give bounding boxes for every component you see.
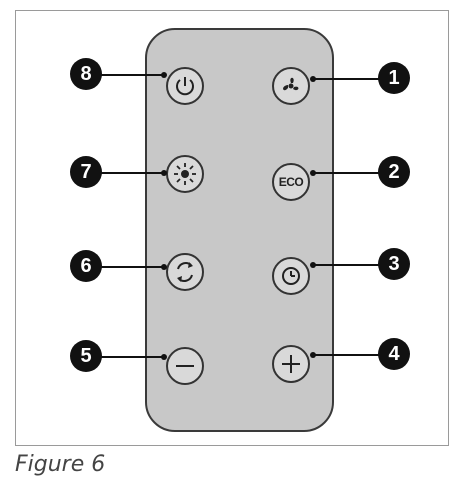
callout-3: 3 — [378, 248, 410, 280]
leader-dot-4 — [310, 352, 316, 358]
leader-line-4 — [312, 354, 380, 356]
leader-dot-1 — [310, 76, 316, 82]
leader-line-8 — [100, 74, 162, 76]
leader-dot-8 — [161, 72, 167, 78]
minus-icon — [176, 365, 194, 367]
leader-line-3 — [312, 264, 380, 266]
callout-4: 4 — [378, 338, 410, 370]
plus-icon — [282, 355, 300, 373]
leader-line-5 — [100, 356, 162, 358]
eco-button[interactable]: ECO — [272, 163, 310, 201]
callout-5: 5 — [70, 340, 102, 372]
leader-dot-6 — [161, 264, 167, 270]
plus-button[interactable] — [272, 345, 310, 383]
oscillate-icon — [177, 262, 193, 282]
timer-button[interactable] — [272, 257, 310, 295]
timer-icon — [282, 267, 300, 285]
leader-dot-5 — [161, 354, 167, 360]
callout-2: 2 — [378, 156, 410, 188]
callout-6: 6 — [70, 250, 102, 282]
fan-icon — [283, 77, 299, 91]
power-icon — [176, 77, 194, 96]
oscillate-button[interactable] — [166, 253, 204, 291]
leader-line-6 — [100, 266, 162, 268]
leader-dot-7 — [161, 170, 167, 176]
minus-button[interactable] — [166, 347, 204, 385]
leader-line-1 — [312, 78, 380, 80]
leader-dot-2 — [310, 170, 316, 176]
figure-frame — [15, 10, 449, 446]
leader-line-7 — [100, 172, 162, 174]
power-button[interactable] — [166, 67, 204, 105]
light-button[interactable] — [166, 155, 204, 193]
leader-dot-3 — [310, 262, 316, 268]
light-icon — [174, 163, 196, 185]
eco-label: ECO — [278, 175, 304, 189]
callout-7: 7 — [70, 156, 102, 188]
callout-1: 1 — [378, 62, 410, 94]
leader-line-2 — [312, 172, 380, 174]
fan-button[interactable] — [272, 67, 310, 105]
figure-caption: Figure 6 — [15, 452, 106, 477]
callout-8: 8 — [70, 58, 102, 90]
